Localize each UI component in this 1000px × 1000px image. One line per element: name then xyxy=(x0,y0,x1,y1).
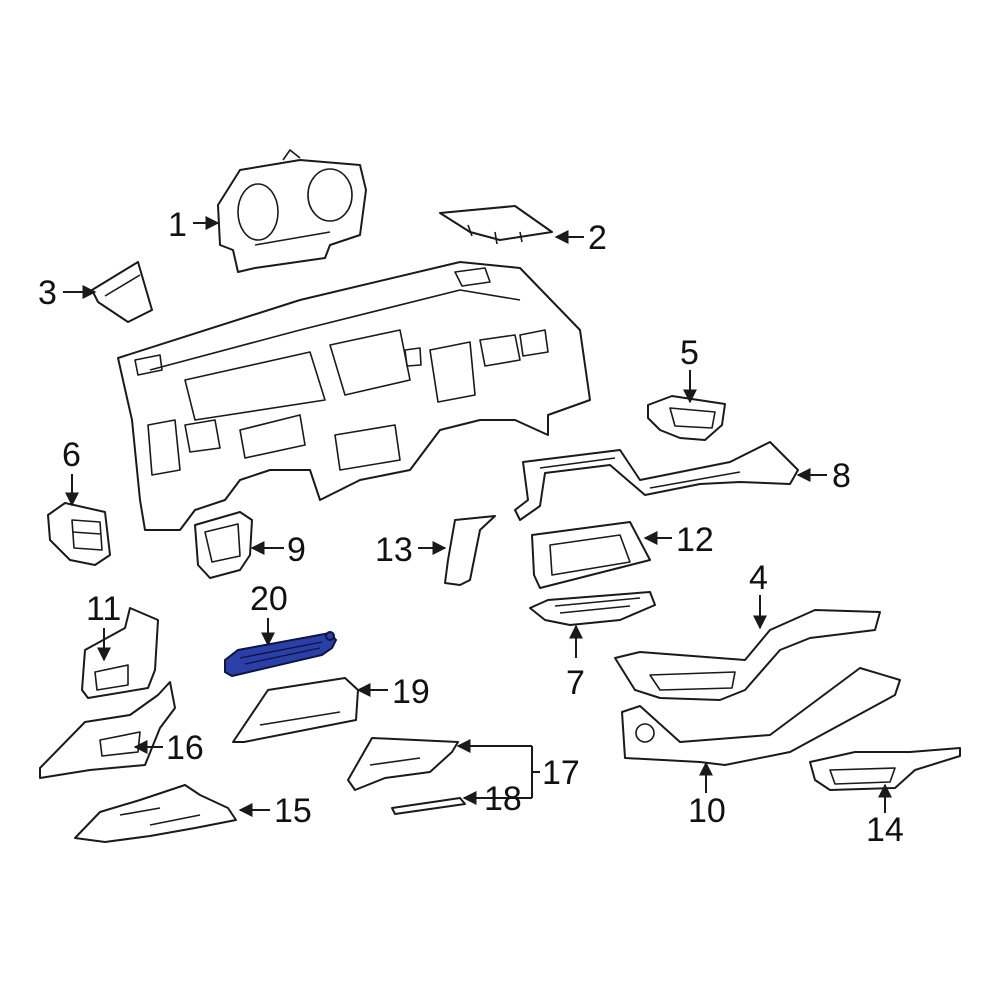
part-4-lower-panel[interactable] xyxy=(614,609,881,701)
callout-20: 20 xyxy=(250,580,288,618)
part-16-knee-panel[interactable] xyxy=(39,681,176,779)
part-9-bracket[interactable] xyxy=(194,511,253,579)
callout-4: 4 xyxy=(749,559,768,597)
callout-16: 16 xyxy=(166,729,204,767)
callout-19: 19 xyxy=(392,673,430,711)
part-19-lower-cover[interactable] xyxy=(232,677,359,743)
part-14-tray[interactable] xyxy=(809,747,961,791)
callout-14: 14 xyxy=(866,811,904,849)
part-10-dash-cover[interactable] xyxy=(621,667,901,766)
callout-2: 2 xyxy=(588,219,607,257)
part-15-bracket[interactable] xyxy=(74,784,237,843)
callout-18: 18 xyxy=(484,780,522,818)
part-8-reinforcement[interactable] xyxy=(514,441,799,521)
callout-15: 15 xyxy=(274,792,312,830)
leader-lines xyxy=(63,216,892,817)
part-13-brace[interactable] xyxy=(444,515,496,586)
part-12-bezel[interactable] xyxy=(531,521,651,589)
callout-13: 13 xyxy=(375,531,413,569)
dashboard-frame xyxy=(117,261,591,531)
part-17-glove-box[interactable] xyxy=(347,737,459,791)
callout-17: 17 xyxy=(542,754,580,792)
callout-8: 8 xyxy=(832,457,851,495)
callout-5: 5 xyxy=(680,334,699,372)
callout-12: 12 xyxy=(676,521,714,559)
callout-10: 10 xyxy=(688,792,726,830)
part-1-instrument-cluster[interactable] xyxy=(217,149,367,273)
part-5-vent[interactable] xyxy=(647,395,726,441)
part-3-side-cover[interactable] xyxy=(91,261,153,323)
callout-11: 11 xyxy=(86,590,121,628)
callout-3: 3 xyxy=(38,274,57,312)
part-6-vent[interactable] xyxy=(47,502,111,566)
part-7-center-vent[interactable] xyxy=(529,591,656,626)
callout-7: 7 xyxy=(566,664,585,702)
callout-6: 6 xyxy=(62,436,81,474)
callout-9: 9 xyxy=(287,531,306,569)
callout-1: 1 xyxy=(168,206,187,244)
callout-labels: 1 2 3 4 5 6 7 8 9 10 11 12 13 14 15 16 1… xyxy=(38,206,904,849)
part-18-trim-strip[interactable] xyxy=(391,797,466,815)
part-11-switch-panel[interactable] xyxy=(81,607,159,699)
part-2-panel[interactable] xyxy=(439,205,553,245)
part-20-highlighted-component[interactable] xyxy=(224,631,338,678)
